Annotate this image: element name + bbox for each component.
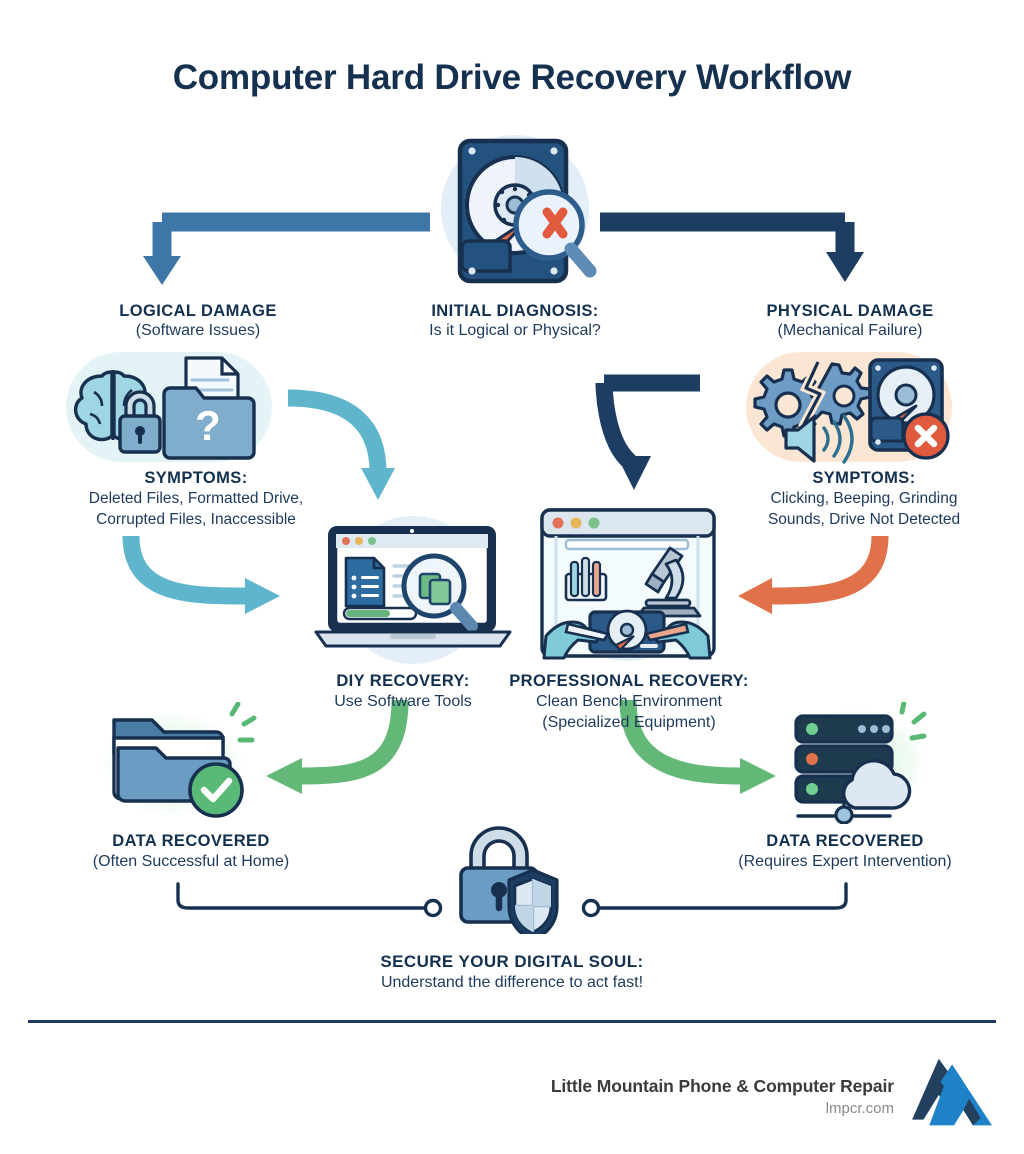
page-title: Computer Hard Drive Recovery Workflow	[172, 58, 852, 97]
folder-check-icon	[92, 701, 264, 824]
initial-diagnosis-heading: INITIAL DIAGNOSIS:	[431, 302, 599, 320]
data-recovered-diy-subtitle: (Often Successful at Home)	[92, 853, 290, 870]
padlock-shield-icon	[447, 826, 577, 942]
brain-lock-folder-icon: ?	[58, 348, 280, 466]
logical-damage-subtitle: (Software Issues)	[135, 322, 261, 339]
logical-symptoms-line1: Deleted Files, Formatted Drive,	[88, 490, 304, 507]
footer-divider	[28, 1020, 996, 1023]
svg-text:?: ?	[195, 402, 221, 449]
secure-subtitle: Understand the difference to act fast!	[380, 974, 644, 991]
physical-symptoms-to-pro-arrow	[738, 535, 889, 614]
footer: Little Mountain Phone & Computer Repair …	[551, 1055, 996, 1138]
clean-bench-icon	[524, 500, 730, 666]
company-name: Little Mountain Phone & Computer Repair	[550, 1076, 894, 1096]
laptop-file-search-icon	[306, 508, 520, 668]
website-url[interactable]: lmpcr.com	[825, 1100, 894, 1117]
logical-symptoms-line2: Corrupted Files, Inaccessible	[96, 511, 296, 528]
initial-diagnosis-subtitle: Is it Logical or Physical?	[429, 322, 601, 339]
diy-recovery-heading: DIY RECOVERY:	[336, 672, 470, 690]
physical-to-pro-arrow	[595, 374, 700, 490]
footer-text-block: Little Mountain Phone & Computer Repair …	[551, 1076, 894, 1117]
server-cloud-icon	[772, 699, 944, 825]
logical-symptoms-heading: SYMPTOMS:	[144, 469, 248, 487]
data-recovered-pro-heading: DATA RECOVERED	[766, 832, 924, 850]
symptoms-to-diy-arrow	[122, 535, 280, 614]
diy-recovery-subtitle: Use Software Tools	[334, 693, 472, 710]
physical-symptoms-line2: Sounds, Drive Not Detected	[767, 511, 961, 528]
data-recovered-diy-heading: DATA RECOVERED	[112, 832, 270, 850]
physical-damage-subtitle: (Mechanical Failure)	[777, 322, 923, 339]
data-recovered-pro-subtitle: (Requires Expert Intervention)	[738, 853, 952, 870]
physical-symptoms-line1: Clicking, Beeping, Grinding	[770, 490, 958, 507]
physical-damage-heading: PHYSICAL DAMAGE	[766, 302, 934, 320]
physical-symptoms-heading: SYMPTOMS:	[812, 469, 916, 487]
professional-recovery-line2: (Specialized Equipment)	[542, 714, 716, 731]
secure-heading: SECURE YOUR DIGITAL SOUL:	[380, 952, 644, 971]
logical-damage-heading: LOGICAL DAMAGE	[119, 302, 277, 320]
hard-drive-magnifier-icon	[430, 133, 600, 293]
professional-recovery-line1: Clean Bench Environment	[536, 693, 722, 710]
diy-to-recovered-arrow	[266, 699, 409, 794]
mountain-logo-icon	[910, 1055, 996, 1138]
broken-gear-speaker-drive-icon	[740, 348, 962, 466]
professional-recovery-heading: PROFESSIONAL RECOVERY:	[509, 672, 749, 690]
